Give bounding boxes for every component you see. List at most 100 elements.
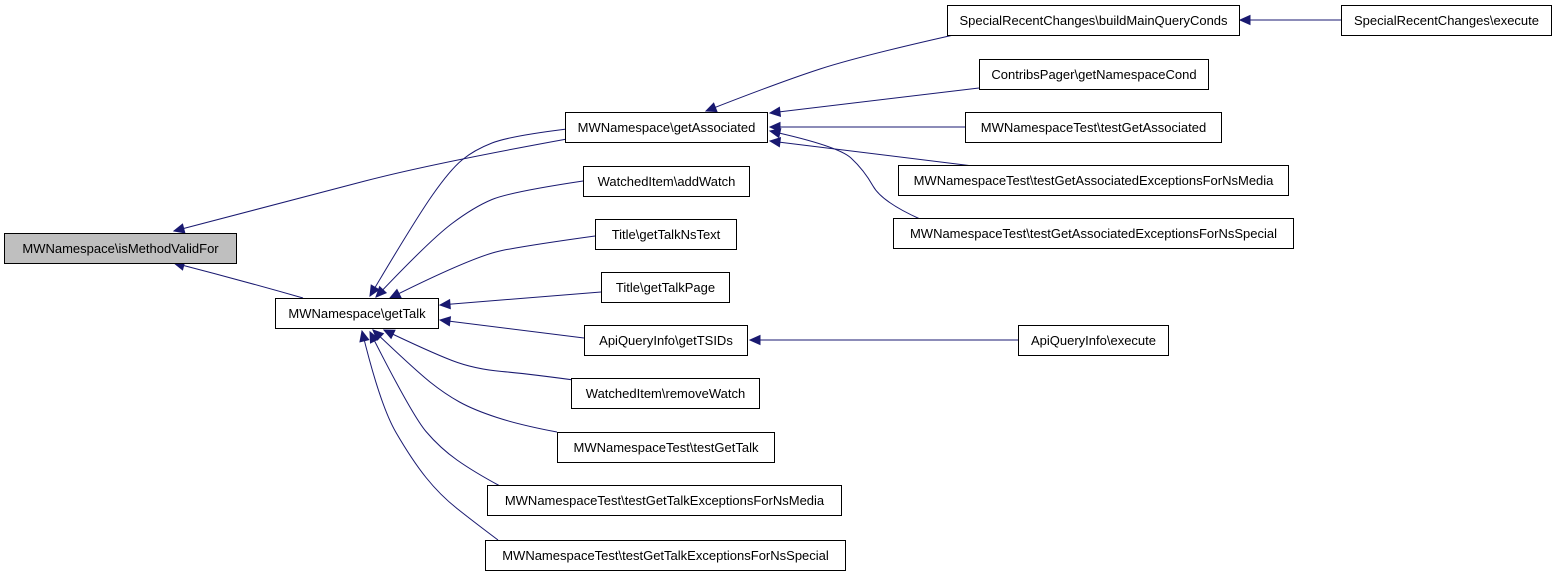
- node-testGetTalkMedia[interactable]: MWNamespaceTest\testGetTalkExceptionsFor…: [487, 485, 842, 516]
- node-testGetAssociatedMedia[interactable]: MWNamespaceTest\testGetAssociatedExcepti…: [898, 165, 1289, 196]
- edge-getTalk-to-isMethodValidFor: [172, 260, 304, 299]
- node-addWatch[interactable]: WatchedItem\addWatch: [583, 166, 750, 197]
- edge-testGetAssociatedSpecial-to-getAssociated: [768, 128, 921, 220]
- node-box: [965, 112, 1222, 143]
- edge-srcExecute-to-buildMainQueryConds: [1238, 14, 1341, 26]
- node-box: [1341, 5, 1552, 36]
- edge-aqiExecute-to-getTSIDs: [748, 334, 1018, 346]
- node-label: WatchedItem\addWatch: [598, 174, 736, 189]
- node-label: WatchedItem\removeWatch: [586, 386, 745, 401]
- edge-testGetTalkSpecial-to-getTalk: [359, 329, 499, 541]
- node-removeWatch[interactable]: WatchedItem\removeWatch: [571, 378, 760, 409]
- node-isMethodValidFor: MWNamespace\isMethodValidFor: [4, 233, 237, 264]
- edge-buildMainQueryConds-to-getAssociated: [704, 33, 959, 113]
- node-label: ApiQueryInfo\execute: [1031, 333, 1156, 348]
- edge-getTalkPage-to-getTalk: [438, 291, 602, 310]
- node-getTalkPage[interactable]: Title\getTalkPage: [601, 272, 730, 303]
- edge-line: [769, 140, 974, 167]
- node-getTalk[interactable]: MWNamespace\getTalk: [275, 298, 439, 329]
- edge-line: [361, 330, 499, 541]
- edge-line: [439, 291, 602, 306]
- arrowhead: [1238, 14, 1251, 26]
- node-box: [275, 298, 439, 329]
- node-box: [485, 540, 846, 571]
- arrowhead: [704, 102, 718, 113]
- arrowhead: [768, 106, 782, 118]
- node-buildMainQueryConds[interactable]: SpecialRecentChanges\buildMainQueryConds: [947, 5, 1240, 36]
- node-label: MWNamespace\getAssociated: [578, 120, 756, 135]
- arrowhead: [438, 298, 451, 310]
- arrowhead: [369, 284, 380, 298]
- node-getAssociated[interactable]: MWNamespace\getAssociated: [565, 112, 768, 143]
- call-graph-nodes: MWNamespace\isMethodValidForMWNamespace\…: [4, 5, 1552, 571]
- node-srcExecute[interactable]: SpecialRecentChanges\execute: [1341, 5, 1552, 36]
- node-label: Title\getTalkPage: [616, 280, 715, 295]
- node-box: [571, 378, 760, 409]
- edge-addWatch-to-getTalk: [375, 180, 584, 298]
- edge-line: [173, 262, 304, 299]
- node-label: MWNamespaceTest\testGetTalkExceptionsFor…: [502, 548, 829, 563]
- arrowhead: [768, 128, 782, 139]
- node-label: MWNamespace\getTalk: [288, 306, 426, 321]
- node-label: MWNamespaceTest\testGetAssociatedExcepti…: [914, 173, 1275, 188]
- arrowhead: [359, 329, 370, 343]
- node-testGetTalk[interactable]: MWNamespaceTest\testGetTalk: [557, 432, 775, 463]
- edge-line: [369, 331, 501, 487]
- node-box: [947, 5, 1240, 36]
- edge-line: [372, 329, 558, 433]
- node-label: MWNamespaceTest\testGetTalkExceptionsFor…: [505, 493, 825, 508]
- edge-testGetAssociatedMedia-to-getAssociated: [768, 137, 974, 167]
- node-label: Title\getTalkNsText: [612, 227, 721, 242]
- arrowhead: [438, 316, 452, 327]
- arrowhead: [768, 137, 782, 148]
- node-getTSIDs[interactable]: ApiQueryInfo\getTSIDs: [584, 325, 748, 356]
- edge-getTalkNsText-to-getTalk: [388, 235, 596, 299]
- node-label: MWNamespaceTest\testGetTalk: [574, 440, 759, 455]
- edge-removeWatch-to-getTalk: [382, 329, 582, 382]
- node-testGetTalkSpecial[interactable]: MWNamespaceTest\testGetTalkExceptionsFor…: [485, 540, 846, 571]
- arrowhead: [748, 334, 761, 346]
- edge-testGetAssociated-to-getAssociated: [768, 121, 965, 133]
- node-box: [979, 59, 1209, 90]
- node-box: [893, 218, 1294, 249]
- node-box: [601, 272, 730, 303]
- node-label: SpecialRecentChanges\buildMainQueryConds: [959, 13, 1228, 28]
- node-box: [584, 325, 748, 356]
- node-box: [1018, 325, 1169, 356]
- edge-testGetTalkMedia-to-getTalk: [369, 330, 501, 487]
- node-aqiExecute[interactable]: ApiQueryInfo\execute: [1018, 325, 1169, 356]
- edge-line: [439, 319, 585, 339]
- node-box: [487, 485, 842, 516]
- arrowhead: [375, 285, 388, 298]
- edge-getTSIDs-to-getTalk: [438, 316, 585, 339]
- edge-line: [383, 329, 582, 382]
- edge-line: [375, 180, 584, 298]
- edge-getAssociated-to-getTalk: [369, 128, 568, 298]
- node-box: [557, 432, 775, 463]
- node-getNamespaceCond[interactable]: ContribsPager\getNamespaceCond: [979, 59, 1209, 90]
- edge-getAssociated-to-isMethodValidFor: [172, 138, 568, 234]
- node-box: [565, 112, 768, 143]
- arrowhead: [372, 329, 385, 342]
- node-testGetAssociatedSpecial[interactable]: MWNamespaceTest\testGetAssociatedExcepti…: [893, 218, 1294, 249]
- node-box: [595, 219, 737, 250]
- node-label: MWNamespace\isMethodValidFor: [22, 241, 219, 256]
- node-label: SpecialRecentChanges\execute: [1354, 13, 1539, 28]
- node-label: MWNamespaceTest\testGetAssociated: [981, 120, 1206, 135]
- arrowhead: [172, 223, 186, 234]
- node-label: ApiQueryInfo\getTSIDs: [599, 333, 733, 348]
- edge-line: [769, 130, 921, 220]
- arrowhead: [382, 329, 396, 340]
- node-label: ContribsPager\getNamespaceCond: [991, 67, 1196, 82]
- node-getTalkNsText[interactable]: Title\getTalkNsText: [595, 219, 737, 250]
- call-graph-edges: [172, 14, 1341, 541]
- node-box: [583, 166, 750, 197]
- edge-line: [769, 87, 980, 114]
- edge-line: [369, 128, 568, 297]
- edge-line: [389, 235, 596, 299]
- edge-testGetTalk-to-getTalk: [372, 329, 558, 433]
- node-testGetAssociated[interactable]: MWNamespaceTest\testGetAssociated: [965, 112, 1222, 143]
- arrowhead: [388, 288, 402, 299]
- arrowhead: [369, 330, 380, 344]
